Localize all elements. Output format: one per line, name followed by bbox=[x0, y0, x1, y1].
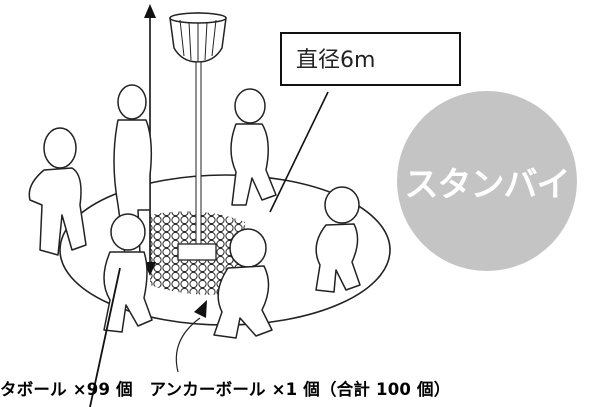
caption-leader bbox=[89, 267, 121, 407]
basket-icon bbox=[169, 12, 227, 63]
diameter-leader bbox=[269, 91, 329, 213]
ball-count-caption: タボール ×99 個 アンカーボール ×1 個（合計 100 個） bbox=[0, 380, 451, 399]
person-icon bbox=[213, 228, 273, 339]
ball-pointer-arrow bbox=[175, 317, 201, 373]
ball-pointer-arrowhead bbox=[194, 300, 207, 318]
person-icon bbox=[28, 127, 87, 256]
standby-badge-text: スタンバイ bbox=[404, 164, 571, 205]
standby-badge: スタンバイ bbox=[397, 91, 577, 271]
person-icon bbox=[230, 88, 277, 206]
pole-icon bbox=[177, 61, 217, 261]
person-icon bbox=[103, 213, 153, 333]
person-icon bbox=[315, 186, 361, 293]
diameter-label: 直径6m bbox=[296, 48, 376, 73]
diameter-label-box bbox=[280, 32, 461, 86]
